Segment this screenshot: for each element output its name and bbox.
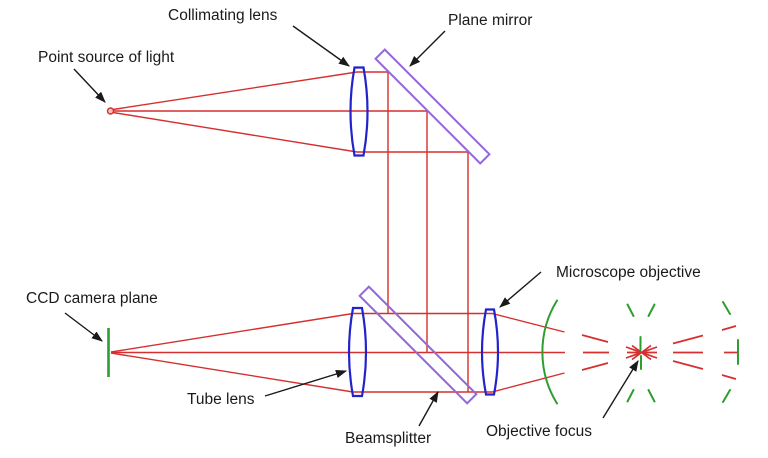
- tube-lens-shape: [347, 306, 368, 398]
- converging-wavefront-arc: [541, 299, 558, 405]
- wave-dash: [647, 303, 656, 317]
- beamsplitter-glass: [358, 285, 478, 405]
- bottom-section-rays: [110, 312, 565, 393]
- dash-div-top: [672, 334, 704, 345]
- plane-mirror-glass: [374, 48, 491, 165]
- diverging-wavefront-arc-dashed: [722, 301, 739, 403]
- tube-lens-arrow: [264, 369, 348, 397]
- microscope-objective-shape: [480, 308, 500, 396]
- label-beamsplitter: Beamsplitter: [345, 430, 432, 447]
- dash-far-top: [721, 325, 737, 331]
- annotation-arrows: [64, 25, 639, 427]
- label-point-source: Point source of light: [38, 49, 175, 66]
- ray-bottom-lower: [110, 352, 565, 393]
- dash-div-bot: [672, 360, 704, 370]
- wave-dash: [626, 389, 635, 403]
- ccd-camera-plane-arrow: [64, 312, 103, 342]
- label-objective-focus: Objective focus: [486, 423, 592, 440]
- diverging-dashed-rays: [672, 334, 704, 370]
- dash-conv-top: [581, 334, 609, 343]
- plane-mirror-arrow: [409, 30, 446, 67]
- bowtie-line: [631, 344, 652, 361]
- objective-focus-arrow: [602, 360, 639, 419]
- far-right-dashed-rays: [721, 325, 737, 380]
- dash-far-bot: [721, 374, 737, 380]
- point-source-arrow: [73, 68, 106, 103]
- dash-conv-bot: [581, 362, 609, 371]
- label-tube-lens: Tube lens: [187, 391, 255, 408]
- wave-dash: [626, 303, 635, 317]
- focus-bowtie: [625, 344, 658, 361]
- point-source-dot: [106, 107, 115, 115]
- microscope-objective-arrow: [499, 271, 542, 308]
- converging-dashed-rays: [581, 334, 609, 371]
- wave-dash: [722, 389, 731, 403]
- wave-dash: [647, 389, 656, 403]
- label-microscope-objective: Microscope objective: [556, 264, 701, 281]
- collimating-lens-arrow: [292, 25, 350, 67]
- focus-wavefront-dashes: [626, 303, 656, 403]
- label-ccd-camera-plane: CCD camera plane: [26, 290, 158, 307]
- label-collimating-lens: Collimating lens: [168, 7, 278, 24]
- ray-bottom-upper: [110, 312, 565, 353]
- source-to-lens-rays: [112, 71, 468, 153]
- ray-top-lower: [112, 111, 468, 153]
- collimating-lens-shape: [349, 66, 369, 157]
- wave-dash: [722, 301, 731, 315]
- label-plane-mirror: Plane mirror: [448, 12, 533, 29]
- beamsplitter-arrow: [418, 391, 439, 427]
- ray-top-upper: [112, 71, 388, 111]
